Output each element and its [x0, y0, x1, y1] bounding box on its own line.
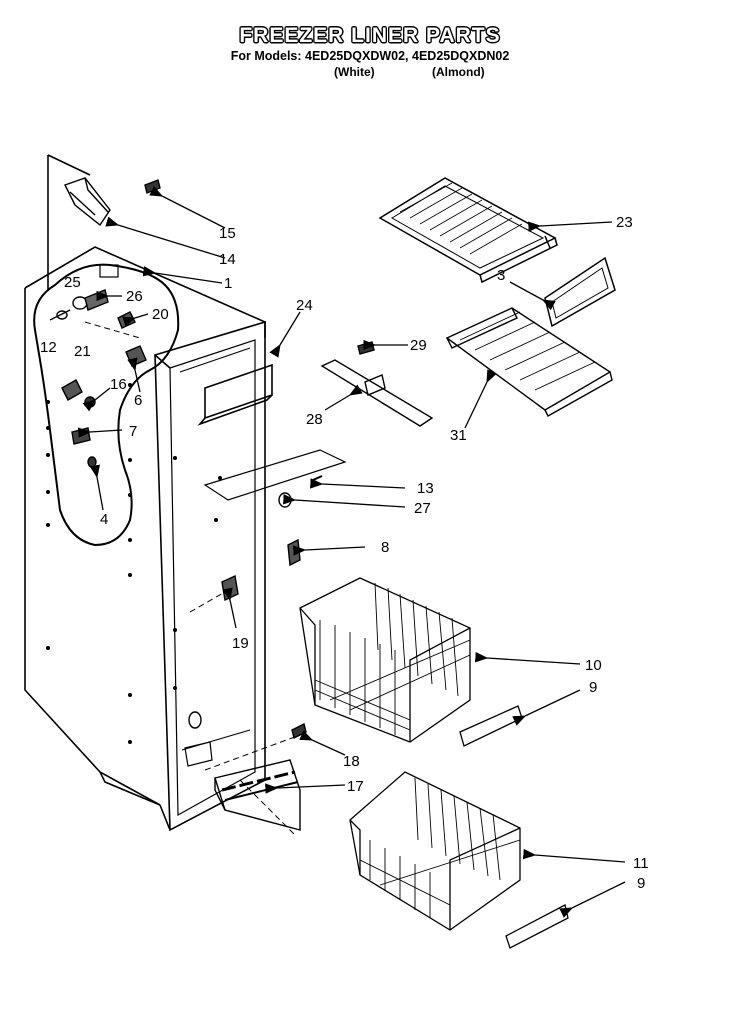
color-almond-label: (Almond)	[432, 65, 485, 79]
arrow-17	[265, 783, 346, 794]
callout-28: 28	[306, 411, 323, 428]
callout-14: 14	[219, 251, 236, 268]
arrow-3	[509, 281, 556, 311]
callout-4: 4	[100, 511, 108, 528]
callout-8: 8	[381, 539, 389, 556]
arrow-14	[105, 216, 226, 259]
callout-15: 15	[219, 225, 236, 242]
callout-17: 17	[347, 778, 364, 795]
callout-10: 10	[585, 657, 602, 674]
arrow-19	[222, 587, 237, 629]
arrow-1	[142, 266, 223, 284]
callout-13: 13	[417, 480, 434, 497]
arrow-20	[122, 313, 149, 327]
callout-26: 26	[126, 288, 143, 305]
callout-19: 19	[232, 635, 249, 652]
callout-23: 23	[616, 214, 633, 231]
callout-9-upper: 9	[589, 679, 597, 696]
arrow-23	[528, 221, 613, 232]
callout-29: 29	[410, 337, 427, 354]
arrow-9-upper	[512, 689, 581, 726]
arrow-31	[464, 369, 497, 429]
wire-shelf-drawing	[203, 307, 613, 836]
callout-16: 16	[110, 376, 127, 393]
callout-31: 31	[450, 427, 467, 444]
callout-arrows	[77, 186, 626, 918]
page-title: FREEZER LINER PARTS	[239, 24, 501, 47]
arrow-18	[299, 730, 346, 756]
arrow-7	[77, 427, 123, 438]
callout-25: 25	[64, 274, 81, 291]
callout-7: 7	[129, 423, 137, 440]
small-parts	[49, 177, 239, 613]
arrow-15	[149, 186, 226, 229]
model-numbers: For Models: 4ED25DQXDW02, 4ED25DQXDN02	[230, 49, 510, 63]
callout-12: 12	[40, 339, 57, 356]
arrow-8	[293, 545, 366, 556]
arrow-6	[127, 357, 141, 393]
wire-basket-drawing	[299, 577, 569, 949]
arrow-11	[522, 848, 626, 863]
arrow-13	[310, 478, 406, 489]
arrow-28	[324, 384, 363, 411]
arrow-9-lower	[559, 881, 626, 918]
arrow-16	[82, 387, 111, 412]
callout-6: 6	[134, 392, 142, 409]
callout-1: 1	[224, 275, 232, 292]
callout-27: 27	[414, 500, 431, 517]
callout-11: 11	[633, 855, 649, 872]
callout-3: 3	[497, 267, 505, 284]
callout-24: 24	[296, 297, 313, 314]
callout-numbers: 15 14 1 24 23 3 29 28 31 13 27 8 10 9 18…	[40, 214, 649, 892]
color-white-label: (White)	[334, 65, 375, 79]
arrow-24	[269, 311, 301, 358]
callout-20: 20	[152, 306, 169, 323]
callout-18: 18	[343, 753, 360, 770]
callout-21: 21	[74, 343, 91, 360]
arrow-4	[89, 464, 104, 511]
glass-shelf-drawing	[378, 177, 616, 328]
arrow-10	[474, 652, 581, 665]
callout-9-lower: 9	[637, 875, 645, 892]
arrow-27	[282, 494, 406, 508]
